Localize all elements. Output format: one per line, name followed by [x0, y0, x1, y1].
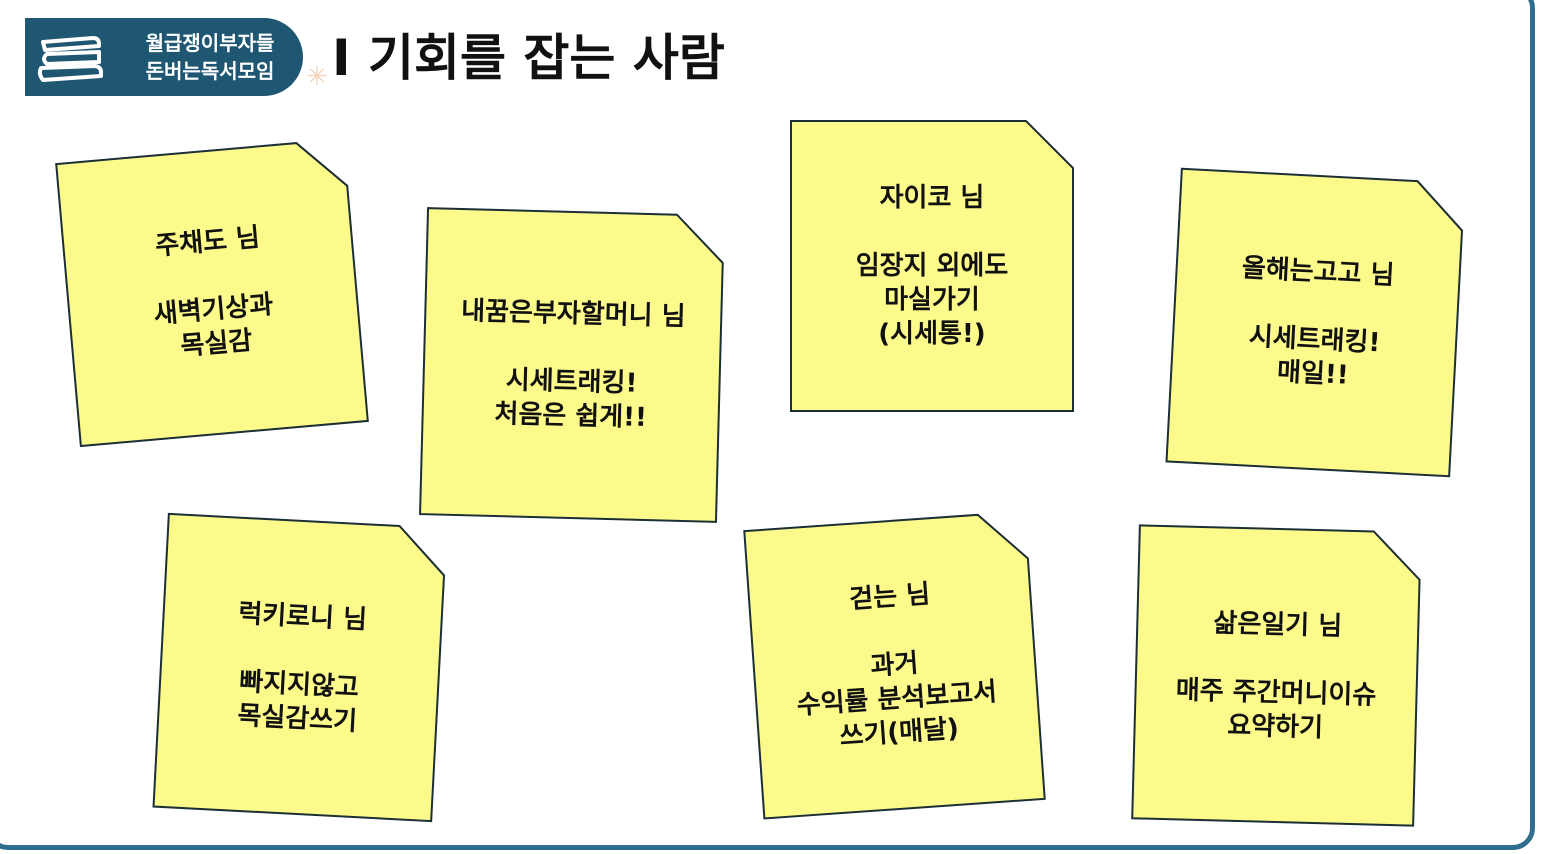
sticky-note-paper [1131, 524, 1421, 827]
sticky-note-paper [1165, 167, 1464, 478]
sticky-note-paper [743, 513, 1046, 820]
note-line: 요약하기 [1226, 710, 1324, 743]
note-line: 목실감쓰기 [236, 700, 358, 737]
page-title: I 기회를 잡는 사람 [332, 29, 725, 87]
note-author: 올해는고고 님 [1241, 252, 1396, 291]
note-author: 삶은일기 님 [1213, 607, 1343, 642]
sticky-note-paper [790, 120, 1074, 412]
badge-text: 월급쟁이부자들 돈버는독서모임 [125, 29, 295, 85]
note-author: 내꿈은부자할머니 님 [460, 296, 686, 332]
sticky-note-paper [419, 207, 724, 523]
note-line: 처음은 쉽게!! [494, 398, 648, 433]
note-line: 매주 주간머니이슈 [1175, 674, 1377, 711]
note-line: 마실가기 [884, 285, 980, 315]
note-line: 임장지 외에도 [855, 251, 1009, 281]
sticky-note-paper [55, 142, 369, 448]
sticky-note-paper [152, 512, 446, 823]
note-author: 자이코 님 [879, 183, 985, 213]
club-badge: 월급쟁이부자들 돈버는독서모임 [25, 18, 303, 96]
note-line: (시세통!) [878, 319, 986, 349]
badge-line-1: 월급쟁이부자들 [145, 31, 275, 55]
note-author: 럭키로니 님 [237, 598, 368, 635]
books-icon [37, 36, 103, 82]
badge-line-2: 돈버는독서모임 [145, 59, 275, 83]
sparkle-icon: ✳ [306, 62, 328, 92]
